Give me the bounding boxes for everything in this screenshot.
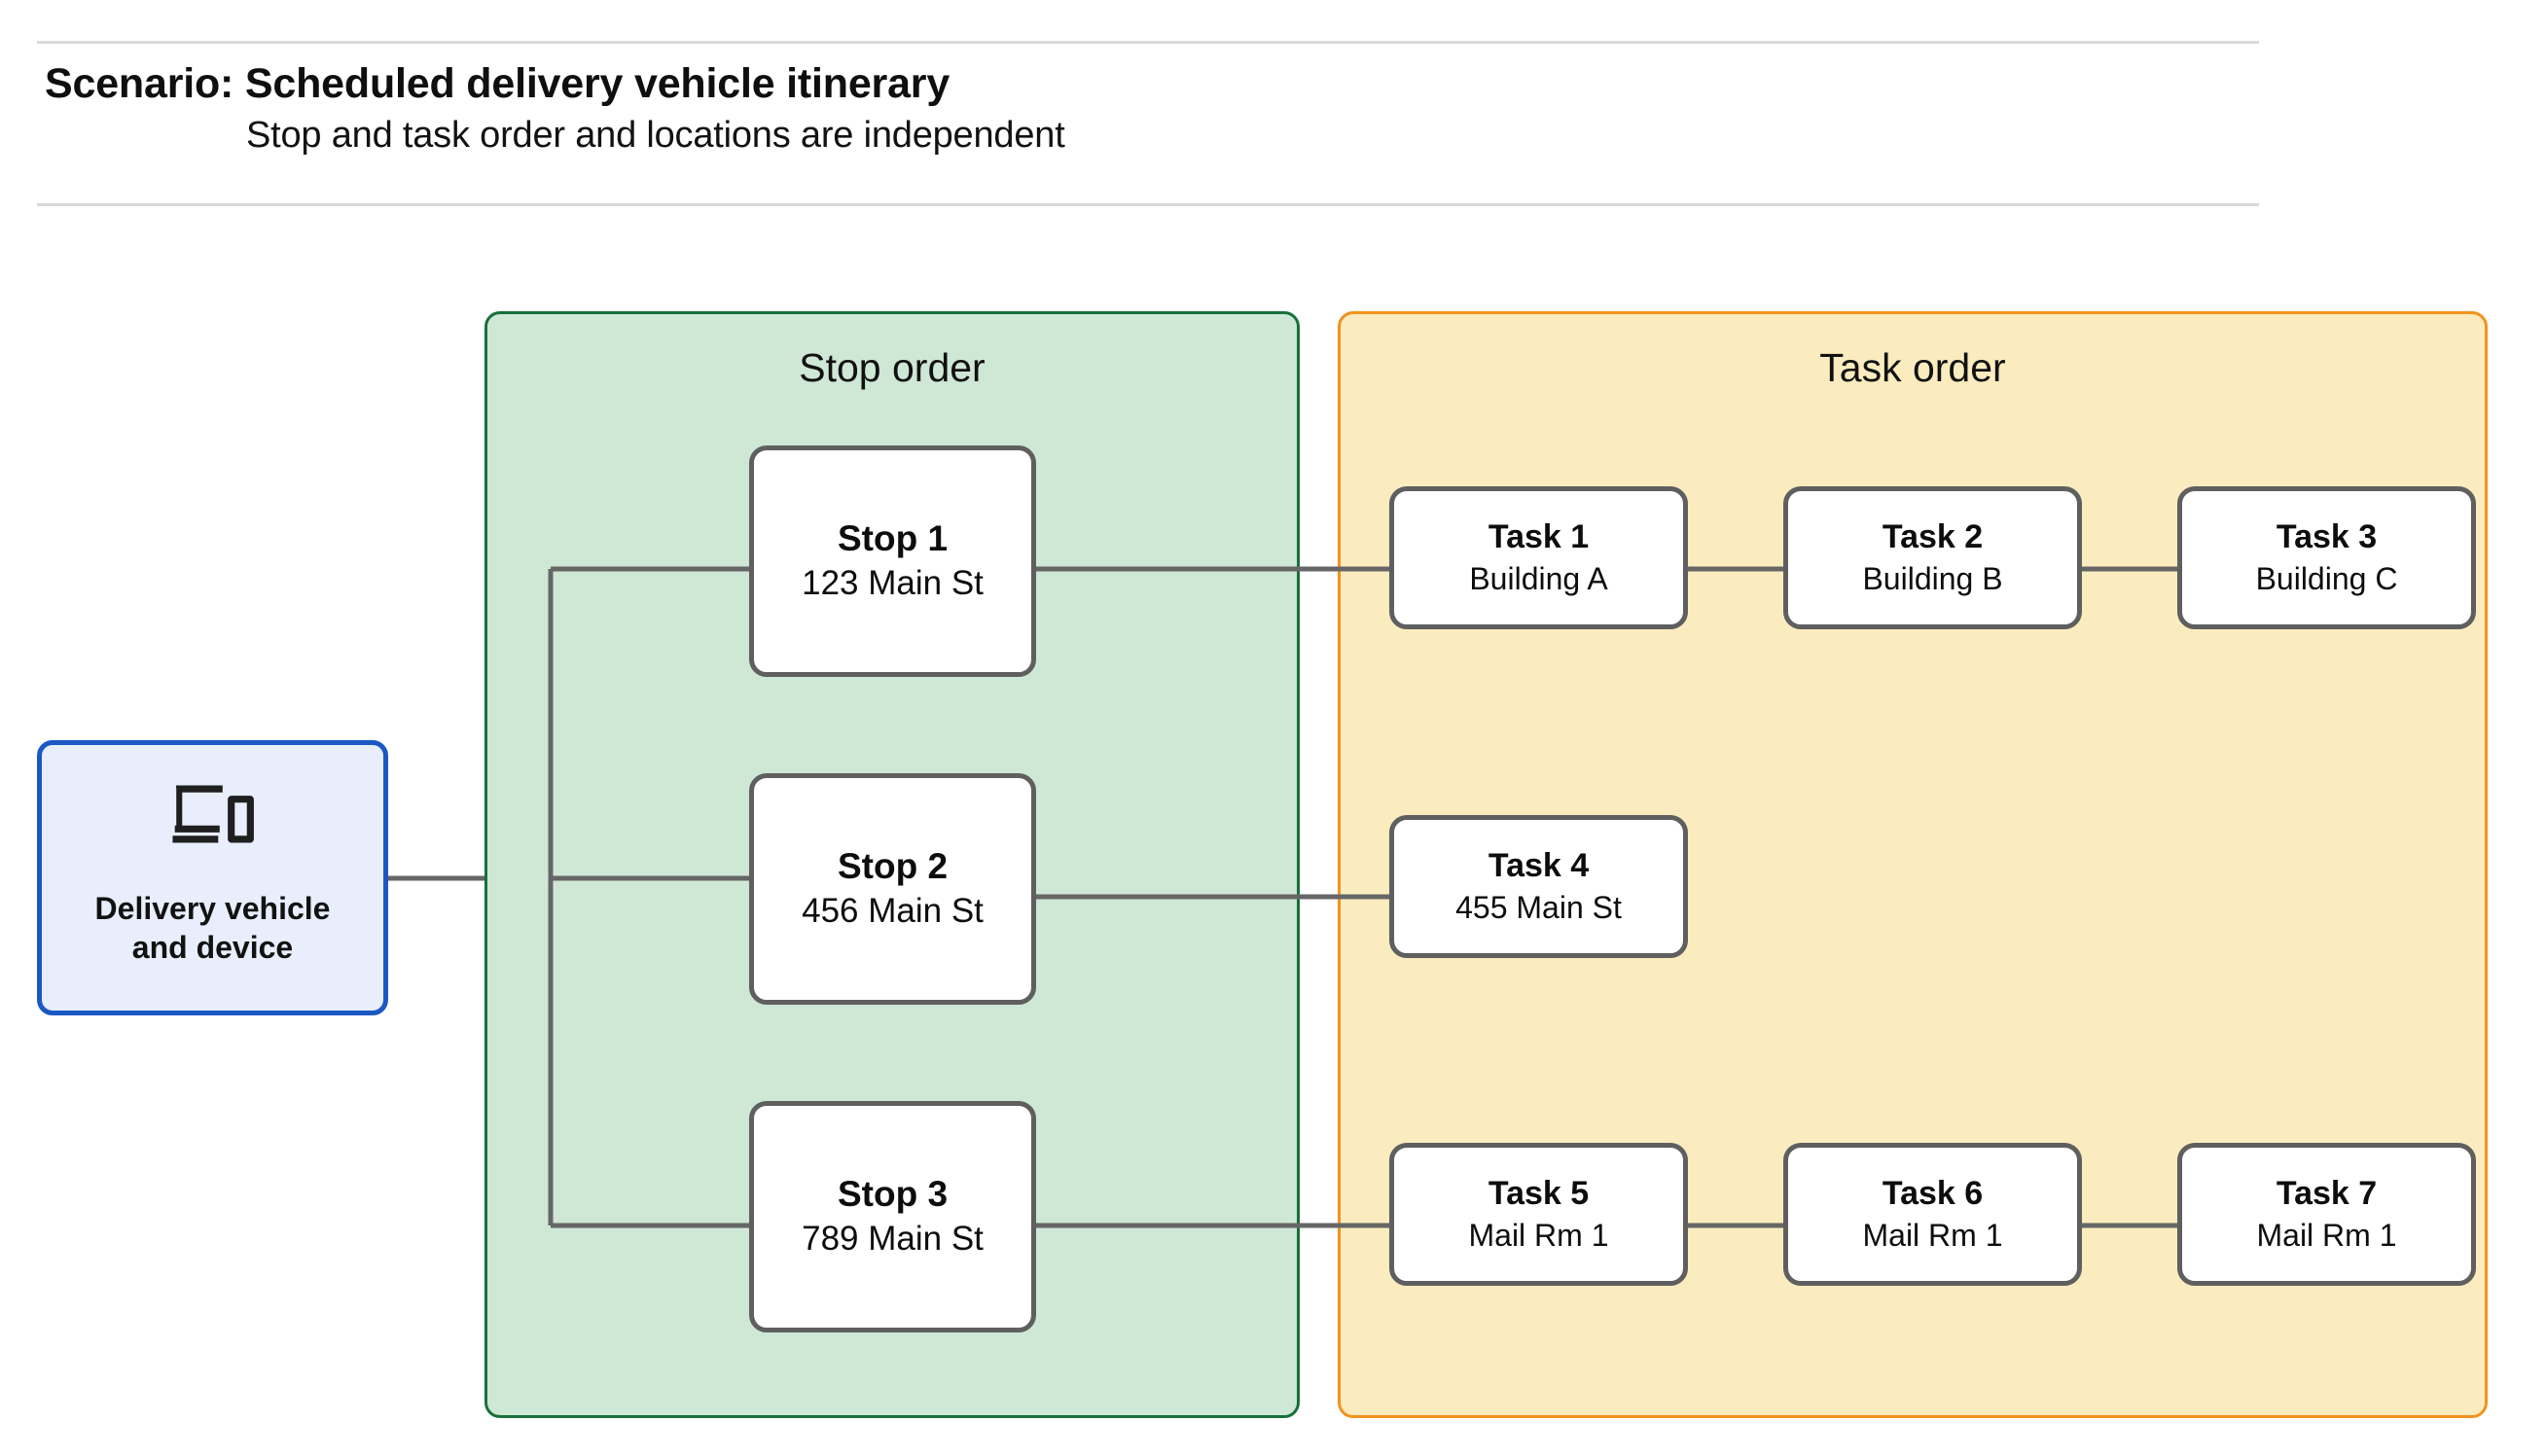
task-card-title: Task 6 — [1882, 1174, 1984, 1212]
stop-order-title: Stop order — [799, 345, 986, 390]
task-order-title: Task order — [1819, 345, 2006, 390]
header-rule-top — [37, 41, 2259, 44]
task-card-title: Task 7 — [2276, 1174, 2378, 1212]
stop-card-title: Stop 1 — [837, 517, 949, 558]
task-card-title: Task 2 — [1882, 517, 1984, 555]
task-card-4[interactable]: Task 4 455 Main St — [1389, 815, 1688, 958]
stop-card-3[interactable]: Stop 3 789 Main St — [749, 1101, 1036, 1332]
devices-icon — [171, 786, 254, 843]
stop-card-title: Stop 2 — [837, 845, 949, 886]
stop-card-address: 456 Main St — [802, 892, 984, 931]
stop-card-address: 789 Main St — [802, 1220, 984, 1259]
delivery-vehicle-label: Delivery vehicle and device — [94, 891, 331, 965]
task-card-location: Building B — [1862, 560, 2003, 596]
task-card-title: Task 3 — [2276, 517, 2378, 555]
task-card-title: Task 1 — [1488, 517, 1590, 555]
delivery-vehicle-node[interactable]: Delivery vehicle and device — [37, 740, 388, 1015]
stop-card-title: Stop 3 — [837, 1173, 949, 1214]
task-card-7[interactable]: Task 7 Mail Rm 1 — [2177, 1143, 2476, 1286]
task-card-location: Mail Rm 1 — [1862, 1217, 2003, 1253]
stop-card-1[interactable]: Stop 1 123 Main St — [749, 445, 1036, 677]
task-card-1[interactable]: Task 1 Building A — [1389, 486, 1688, 629]
task-card-location: 455 Main St — [1455, 889, 1622, 925]
task-card-3[interactable]: Task 3 Building C — [2177, 486, 2476, 629]
task-card-5[interactable]: Task 5 Mail Rm 1 — [1389, 1143, 1688, 1286]
task-card-title: Task 5 — [1488, 1174, 1590, 1212]
task-card-location: Building A — [1469, 560, 1608, 596]
task-card-location: Mail Rm 1 — [2256, 1217, 2397, 1253]
page-subtitle: Stop and task order and locations are in… — [246, 115, 1065, 156]
task-card-6[interactable]: Task 6 Mail Rm 1 — [1783, 1143, 2082, 1286]
header-rule-bottom — [37, 203, 2259, 206]
task-card-location: Building C — [2255, 560, 2398, 596]
task-card-location: Mail Rm 1 — [1468, 1217, 1609, 1253]
stop-card-2[interactable]: Stop 2 456 Main St — [749, 773, 1036, 1005]
task-card-title: Task 4 — [1488, 846, 1590, 884]
task-card-2[interactable]: Task 2 Building B — [1783, 486, 2082, 629]
page-title: Scenario: Scheduled delivery vehicle iti… — [45, 60, 950, 107]
stop-card-address: 123 Main St — [802, 564, 984, 603]
